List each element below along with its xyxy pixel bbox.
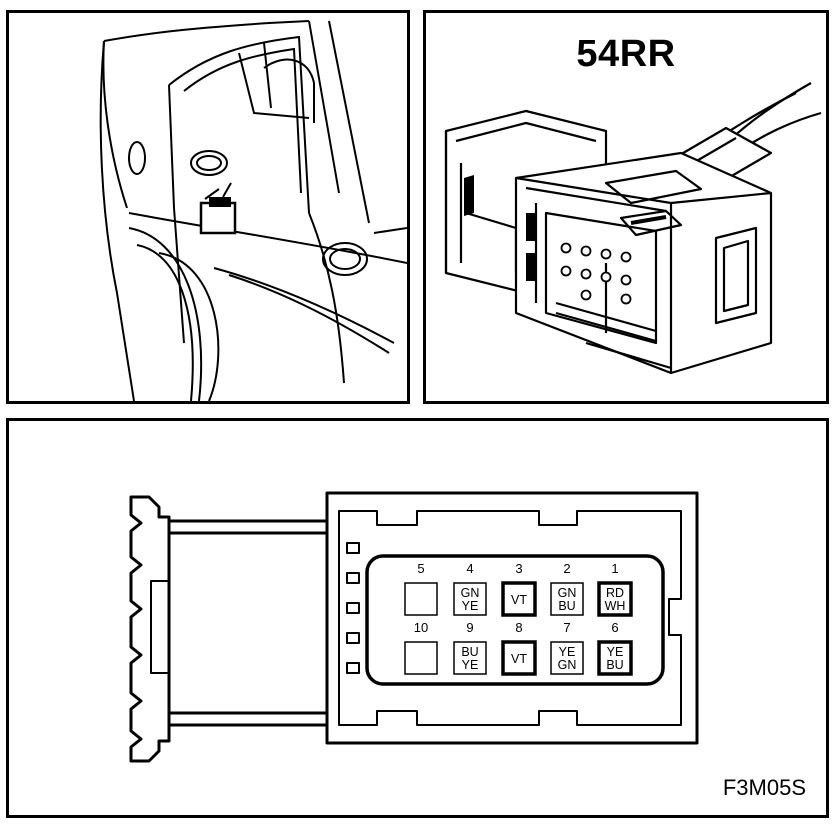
connector-title: 54RR [576,33,676,75]
pin-number: 7 [563,620,570,635]
pin-number: 8 [515,620,522,635]
pin-cavity [597,640,633,676]
pin-number: 2 [563,561,570,576]
pin-5: 5 [404,561,438,616]
pin-number: 1 [611,561,618,576]
pin-wire-color: GN [558,586,577,600]
pin-cavity [550,641,584,675]
pin-wire-color: BU [606,658,623,672]
pin-wire-color: GN [558,658,577,672]
pin-wire-color: WH [605,599,626,613]
pin-cavity [404,641,438,675]
pin-wire-color: VT [511,652,527,666]
figure-code: F3M05S [722,775,806,800]
pin-cavity [404,582,438,616]
pin-number: 6 [611,620,618,635]
pin-cavity [501,640,537,676]
pin-wire-color: RD [606,586,624,600]
connector-location-marker [199,182,237,235]
car-rear-door-illustration [99,20,407,401]
car-location-panel [6,10,410,404]
pin-wire-color: YE [462,658,479,672]
pin-wire-color: YE [607,645,624,659]
pin-number: 10 [414,620,428,635]
pin-8: 8VT [501,620,537,676]
pin-cavity [597,581,633,617]
pin-wire-color: YE [559,645,576,659]
pin-wire-color: YE [462,599,479,613]
pin-cavity [550,582,584,616]
pin-10: 10 [404,620,438,675]
pin-3: 3VT [501,561,537,617]
pin-cavity [501,581,537,617]
pin-number: 9 [466,620,473,635]
pin-wire-color: GN [461,586,480,600]
pin-wire-color: VT [511,593,527,607]
pin-wire-color: BU [558,599,575,613]
pin-cavity [453,641,487,675]
pin-number: 5 [417,561,424,576]
pin-cavity [453,582,487,616]
pin-number: 3 [515,561,522,576]
pin-number: 4 [466,561,473,576]
connector-view-panel: 54RR [423,10,829,404]
pin-wire-color: BU [461,645,478,659]
connector-3d-illustration [444,82,822,375]
